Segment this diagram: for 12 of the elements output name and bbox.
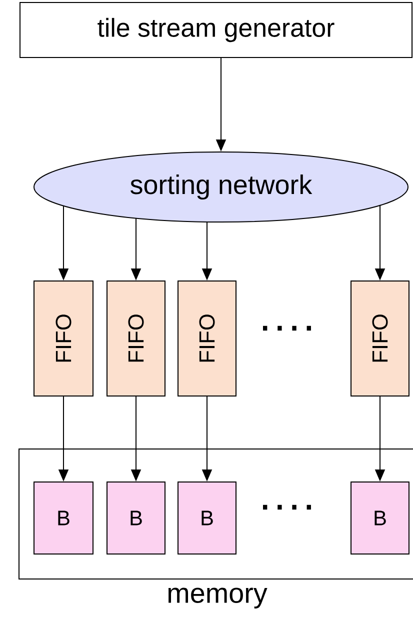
fifo-box: FIFO: [350, 280, 410, 396]
buffer-box: B: [178, 482, 236, 554]
fifo-box: FIFO: [106, 280, 166, 396]
buffer-box: B: [34, 482, 94, 554]
ellipsis-dots: ····: [263, 326, 311, 331]
ellipsis-dots: ····: [263, 504, 311, 510]
fifo-box: FIFO: [178, 280, 236, 396]
generator-box: tile stream generator: [20, 2, 412, 58]
fifo-box: FIFO: [34, 280, 94, 396]
buffer-box: B: [350, 482, 410, 554]
buffer-box: B: [106, 482, 166, 554]
node-label: memory: [168, 588, 268, 608]
